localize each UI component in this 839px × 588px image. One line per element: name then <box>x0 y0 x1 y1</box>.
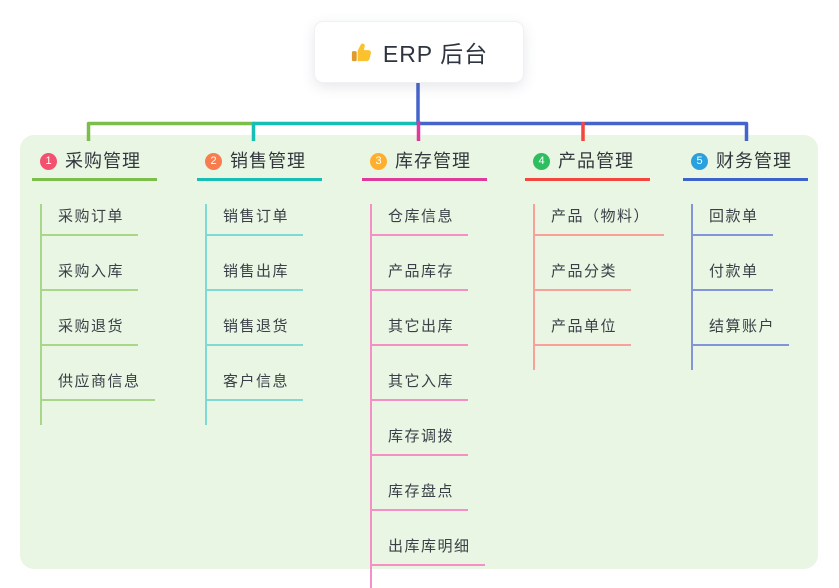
branch-spine-line <box>370 204 372 588</box>
child-node[interactable]: 付款单 <box>691 262 773 291</box>
child-node[interactable]: 库存盘点 <box>370 482 469 511</box>
branch-children: 回款单 付款单 结算账户 <box>691 204 808 370</box>
branch-children: 仓库信息 产品库存 其它出库 其它入库 库存调拨 库存盘点 出库库明细 <box>370 204 487 588</box>
branch-spine-line <box>205 204 207 425</box>
child-node[interactable]: 客户信息 <box>205 372 304 401</box>
branch-children: 销售订单 销售出库 销售退货 客户信息 <box>205 204 322 425</box>
child-node[interactable]: 销售出库 <box>205 262 304 291</box>
branch-node-label: 产品管理 <box>558 151 634 171</box>
child-node[interactable]: 其它出库 <box>370 317 469 346</box>
branch-children: 采购订单 采购入库 采购退货 供应商信息 <box>40 204 157 425</box>
branch-node[interactable]: 4 产品管理 <box>525 143 650 181</box>
branch-sales: 2 销售管理 销售订单 销售出库 销售退货 客户信息 <box>197 143 322 425</box>
child-node[interactable]: 产品（物料） <box>533 207 665 236</box>
child-node[interactable]: 销售退货 <box>205 317 304 346</box>
branch-node[interactable]: 5 财务管理 <box>683 143 808 181</box>
branch-node[interactable]: 2 销售管理 <box>197 143 322 181</box>
branch-spine-line <box>691 204 693 370</box>
branch-number-badge: 3 <box>370 152 387 170</box>
child-node[interactable]: 仓库信息 <box>370 207 469 236</box>
branch-number-badge: 2 <box>205 152 222 170</box>
branch-number-badge: 5 <box>691 152 708 170</box>
child-node[interactable]: 产品库存 <box>370 262 469 291</box>
root-and-branch-5-connector <box>416 82 749 141</box>
branch-node-label: 销售管理 <box>230 151 306 171</box>
branch-node-label: 采购管理 <box>65 151 141 171</box>
branch-node[interactable]: 1 采购管理 <box>32 143 157 181</box>
root-node-label: ERP 后台 <box>382 41 489 67</box>
child-node[interactable]: 采购入库 <box>40 262 139 291</box>
root-node[interactable]: ERP 后台 <box>315 22 523 82</box>
thumbs-up-icon <box>351 42 371 61</box>
branch-node[interactable]: 3 库存管理 <box>362 143 487 181</box>
branch-finance: 5 财务管理 回款单 付款单 结算账户 <box>683 143 808 370</box>
branch-children: 产品（物料） 产品分类 产品单位 <box>533 204 665 370</box>
branch-node-label: 财务管理 <box>716 151 792 171</box>
branch-number-badge: 4 <box>533 152 550 170</box>
branch-purchase: 1 采购管理 采购订单 采购入库 采购退货 供应商信息 <box>32 143 157 425</box>
branch-number-badge: 1 <box>40 152 57 170</box>
child-node[interactable]: 供应商信息 <box>40 372 155 401</box>
child-node[interactable]: 结算账户 <box>691 317 790 346</box>
child-node[interactable]: 库存调拨 <box>370 427 469 456</box>
branches-background-panel <box>20 135 818 569</box>
child-node[interactable]: 采购退货 <box>40 317 139 346</box>
child-node[interactable]: 产品分类 <box>533 262 632 291</box>
branch-spine-line <box>533 204 535 370</box>
child-node[interactable]: 采购订单 <box>40 207 139 236</box>
branch-product: 4 产品管理 产品（物料） 产品分类 产品单位 <box>525 143 665 370</box>
branch-spine-line <box>40 204 42 425</box>
child-node[interactable]: 产品单位 <box>533 317 632 346</box>
child-node[interactable]: 回款单 <box>691 207 773 236</box>
branch-node-label: 库存管理 <box>395 151 471 171</box>
child-node[interactable]: 销售订单 <box>205 207 304 236</box>
branch-inventory: 3 库存管理 仓库信息 产品库存 其它出库 其它入库 库存调拨 库存盘点 出库库… <box>362 143 487 588</box>
child-node[interactable]: 出库库明细 <box>370 537 485 566</box>
child-node[interactable]: 其它入库 <box>370 372 469 401</box>
